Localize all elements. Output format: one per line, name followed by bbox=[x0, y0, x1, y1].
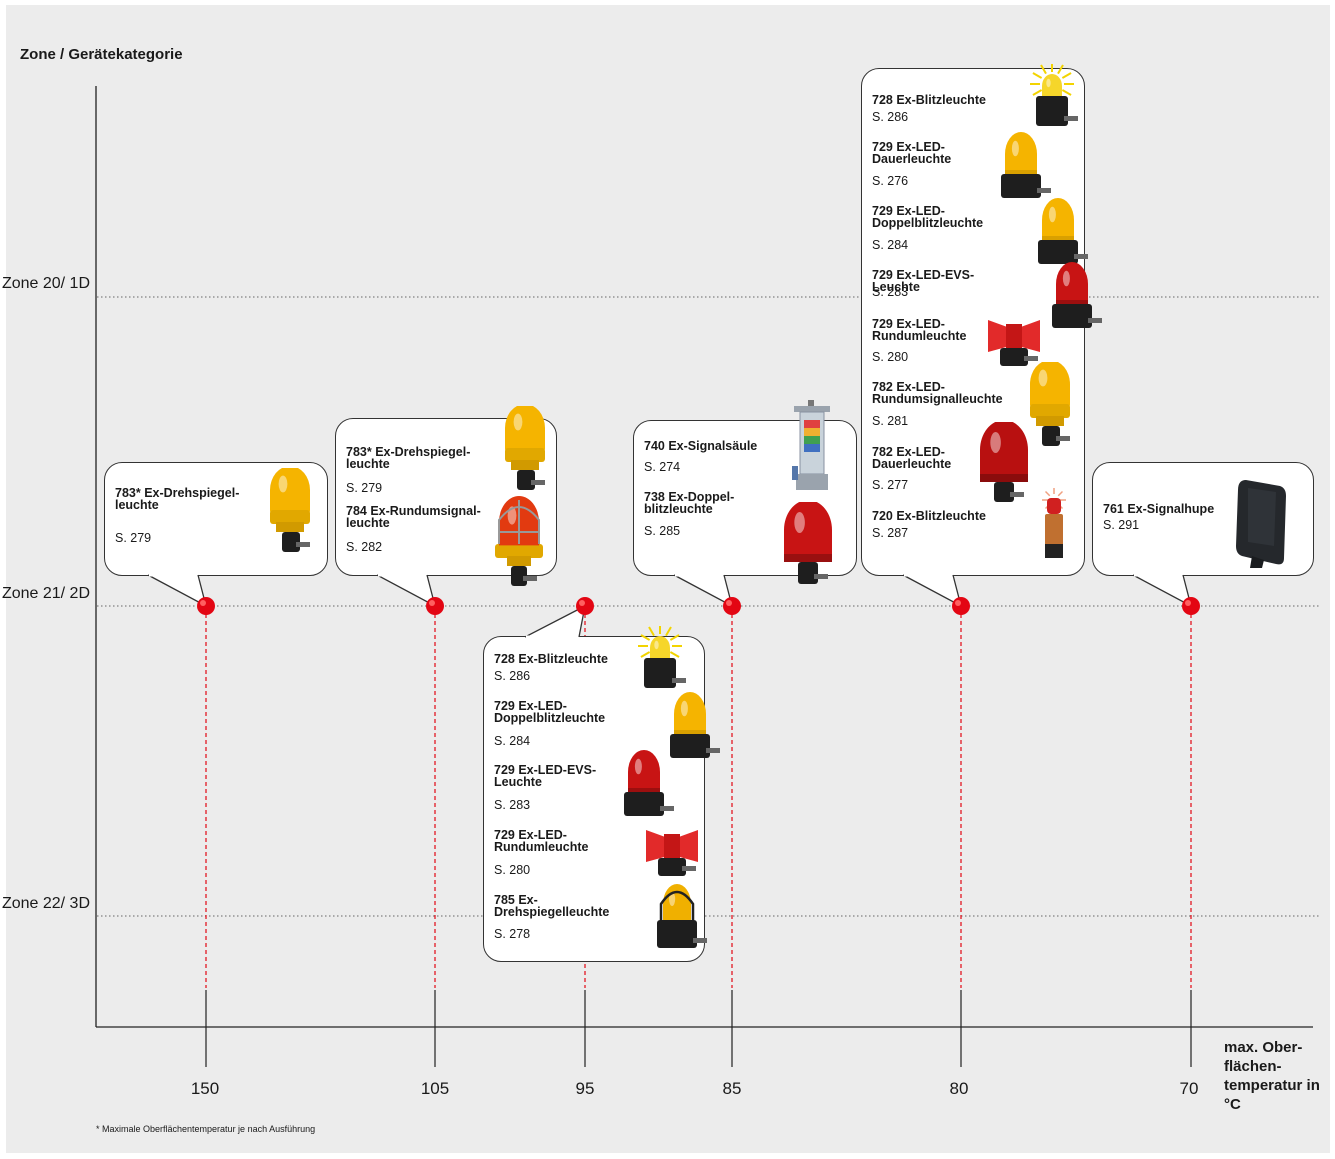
product-name: 729 Ex-LED- Rundumleuchte bbox=[494, 828, 589, 854]
product-name: 740 Ex-Signalsäule bbox=[644, 439, 758, 453]
zone-label-22: Zone 22/ 3D bbox=[1, 895, 90, 912]
product-page-ref: S. 287 bbox=[872, 526, 909, 540]
product-name: 729 Ex-LED- Doppelblitzleuchte bbox=[494, 699, 606, 725]
x-tick-80: 80 bbox=[949, 1079, 969, 1098]
x-tick-95: 95 bbox=[575, 1079, 595, 1098]
product-page-ref: S. 280 bbox=[872, 350, 909, 364]
yellow-led-beacon-icon bbox=[664, 690, 724, 765]
marker-highlight bbox=[200, 600, 206, 606]
zone-label-20: Zone 20/ 1D bbox=[1, 275, 90, 292]
yellow-rotating-beacon-icon bbox=[1022, 360, 1078, 453]
marker-highlight bbox=[1185, 600, 1191, 606]
yellow-led-beacon-icon bbox=[1032, 196, 1092, 271]
product-page-ref: S. 280 bbox=[494, 863, 531, 877]
product-name: 729 Ex-LED-EVS-Leuchte bbox=[872, 268, 975, 294]
yellow-caged-beacon-icon bbox=[651, 880, 711, 957]
product-name: 782 Ex-LED- Rundumsignalleuchte bbox=[872, 380, 1003, 406]
product-name: 783* Ex-Drehspiegel- leuchte bbox=[346, 445, 471, 471]
temperature-marker-dot bbox=[426, 597, 444, 615]
product-name: 738 Ex-Doppel- blitzleuchte bbox=[644, 490, 735, 516]
red-tube-flash-icon bbox=[1036, 488, 1072, 567]
x-tick-150: 150 bbox=[190, 1079, 220, 1098]
red-double-flash-beacon-icon bbox=[778, 500, 838, 591]
product-page-ref: S. 279 bbox=[346, 481, 383, 495]
flashing-beacon-icon bbox=[1028, 62, 1088, 135]
zone-label-21: Zone 21/ 2D bbox=[1, 585, 90, 602]
marker-highlight bbox=[429, 600, 435, 606]
product-page-ref: S. 284 bbox=[872, 238, 909, 252]
product-page-ref: S. 286 bbox=[494, 669, 531, 683]
product-name: 728 Ex-Blitzleuchte bbox=[872, 93, 986, 107]
product-page-ref: S. 283 bbox=[494, 798, 531, 812]
x-tick-105: 105 bbox=[420, 1079, 450, 1098]
yellow-led-beacon-icon bbox=[995, 130, 1055, 205]
signal-horn-icon bbox=[1232, 476, 1290, 573]
red-rotating-led-icon bbox=[640, 826, 704, 883]
product-name: 720 Ex-Blitzleuchte bbox=[872, 509, 986, 523]
marker-highlight bbox=[955, 600, 961, 606]
product-name: 728 Ex-Blitzleuchte bbox=[494, 652, 608, 666]
x-axis-label: max. Ober- flächen- temperatur in °C bbox=[1224, 1039, 1320, 1113]
product-name: 729 Ex-LED- Doppelblitzleuchte bbox=[872, 204, 984, 230]
product-page-ref: S. 284 bbox=[494, 734, 531, 748]
x-tick-85: 85 bbox=[722, 1079, 742, 1098]
product-page-ref: S. 282 bbox=[346, 540, 383, 554]
yellow-rotating-beacon-icon bbox=[497, 404, 553, 497]
product-name: 785 Ex-Drehspiegelleuchte bbox=[494, 893, 610, 919]
product-page-ref: S. 279 bbox=[115, 531, 152, 545]
temperature-marker-dot bbox=[1182, 597, 1200, 615]
red-led-beacon-icon bbox=[1046, 262, 1106, 337]
product-name: 729 Ex-LED-EVS- Leuchte bbox=[494, 763, 597, 789]
y-axis-title: Zone / Gerätekategorie bbox=[20, 46, 183, 63]
product-name: 783* Ex-Drehspiegel- leuchte bbox=[115, 486, 240, 512]
flashing-beacon-icon bbox=[636, 624, 696, 697]
product-page-ref: S. 283 bbox=[872, 285, 909, 299]
product-name: 782 Ex-LED- Dauerleuchte bbox=[872, 445, 952, 471]
marker-highlight bbox=[726, 600, 732, 606]
product-callout-80 bbox=[861, 68, 1085, 576]
product-page-ref: S. 276 bbox=[872, 174, 909, 188]
temperature-marker-dot bbox=[576, 597, 594, 615]
footnote: * Maximale Oberflächentemperatur je nach… bbox=[96, 1124, 316, 1134]
temperature-marker-dot bbox=[952, 597, 970, 615]
red-led-beacon-icon bbox=[618, 750, 678, 825]
product-page-ref: S. 277 bbox=[872, 478, 909, 492]
product-name: 761 Ex-Signalhupe bbox=[1103, 502, 1215, 516]
caged-red-beacon-icon bbox=[489, 496, 549, 593]
product-page-ref: S. 291 bbox=[1103, 518, 1140, 532]
product-page-ref: S. 285 bbox=[644, 524, 681, 538]
product-name: 784 Ex-Rundumsignal- leuchte bbox=[346, 504, 481, 530]
temperature-marker-dot bbox=[723, 597, 741, 615]
temperature-marker-dot bbox=[197, 597, 215, 615]
x-tick-70: 70 bbox=[1179, 1079, 1199, 1098]
product-page-ref: S. 286 bbox=[872, 110, 909, 124]
red-steady-beacon-icon bbox=[972, 420, 1038, 509]
product-page-ref: S. 281 bbox=[872, 414, 909, 428]
product-page-ref: S. 274 bbox=[644, 460, 681, 474]
yellow-rotating-beacon-icon bbox=[262, 466, 318, 559]
product-name: 729 Ex-LED- Rundumleuchte bbox=[872, 317, 967, 343]
product-page-ref: S. 278 bbox=[494, 927, 531, 941]
marker-highlight bbox=[579, 600, 585, 606]
red-rotating-led-icon bbox=[982, 316, 1046, 373]
signal-tower-icon bbox=[790, 396, 836, 501]
product-name: 729 Ex-LED- Dauerleuchte bbox=[872, 140, 952, 166]
